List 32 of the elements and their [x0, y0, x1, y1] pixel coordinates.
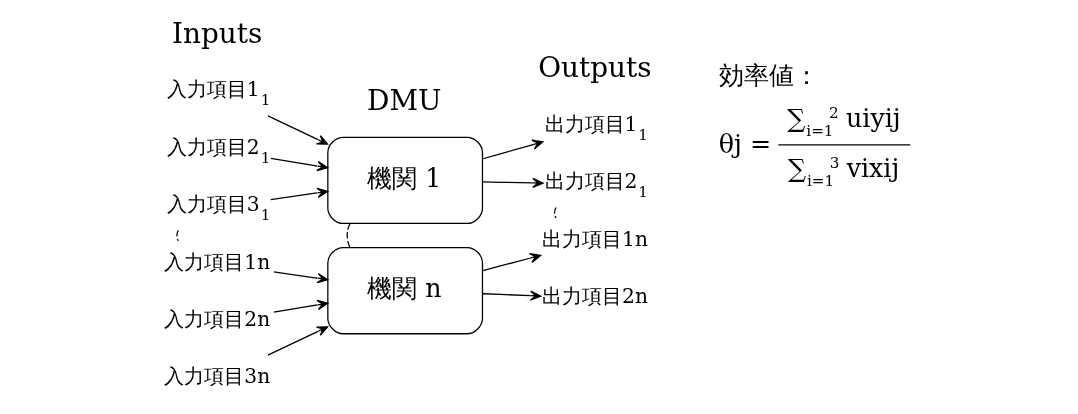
- connector: [553, 206, 557, 219]
- label: ∑$_{i=1}$$^{3}$ vixij: [787, 152, 899, 190]
- node-text: 出力項目1n: [541, 227, 648, 252]
- node-text: 入力項目3n: [163, 363, 270, 388]
- arrow: [266, 115, 328, 145]
- label: 効率値：: [718, 60, 819, 91]
- node-box: 機関 1: [326, 136, 483, 225]
- arrow: [266, 326, 328, 356]
- label: Inputs: [171, 16, 262, 50]
- node-text: 出力項目2$_{1}$: [544, 168, 648, 201]
- node-box: 機関 n: [326, 246, 483, 335]
- node-text: 入力項目1$_{1}$: [166, 77, 270, 110]
- node-text: 入力項目1n: [163, 249, 270, 274]
- label: ∑$_{i=1}$$^{2}$ uiyij: [786, 103, 901, 141]
- label: Outputs: [537, 51, 652, 85]
- node-text: 入力項目2n: [163, 306, 270, 331]
- node-text: 入力項目2$_{1}$: [166, 134, 270, 167]
- arrow: [481, 252, 541, 272]
- arrow: [481, 177, 544, 189]
- arrow: [481, 290, 541, 301]
- node-text: 入力項目3$_{1}$: [166, 191, 270, 224]
- arrow: [272, 299, 328, 313]
- connector: [175, 229, 179, 242]
- arrow: [481, 139, 544, 160]
- label: DMU: [366, 84, 442, 118]
- arrow: [269, 187, 328, 201]
- label: θj =: [718, 128, 771, 159]
- connector: [346, 223, 350, 248]
- node-text: 出力項目2n: [541, 284, 648, 309]
- arrow: [269, 157, 328, 172]
- arrow: [272, 271, 328, 284]
- node-text: 出力項目1$_{1}$: [544, 111, 648, 144]
